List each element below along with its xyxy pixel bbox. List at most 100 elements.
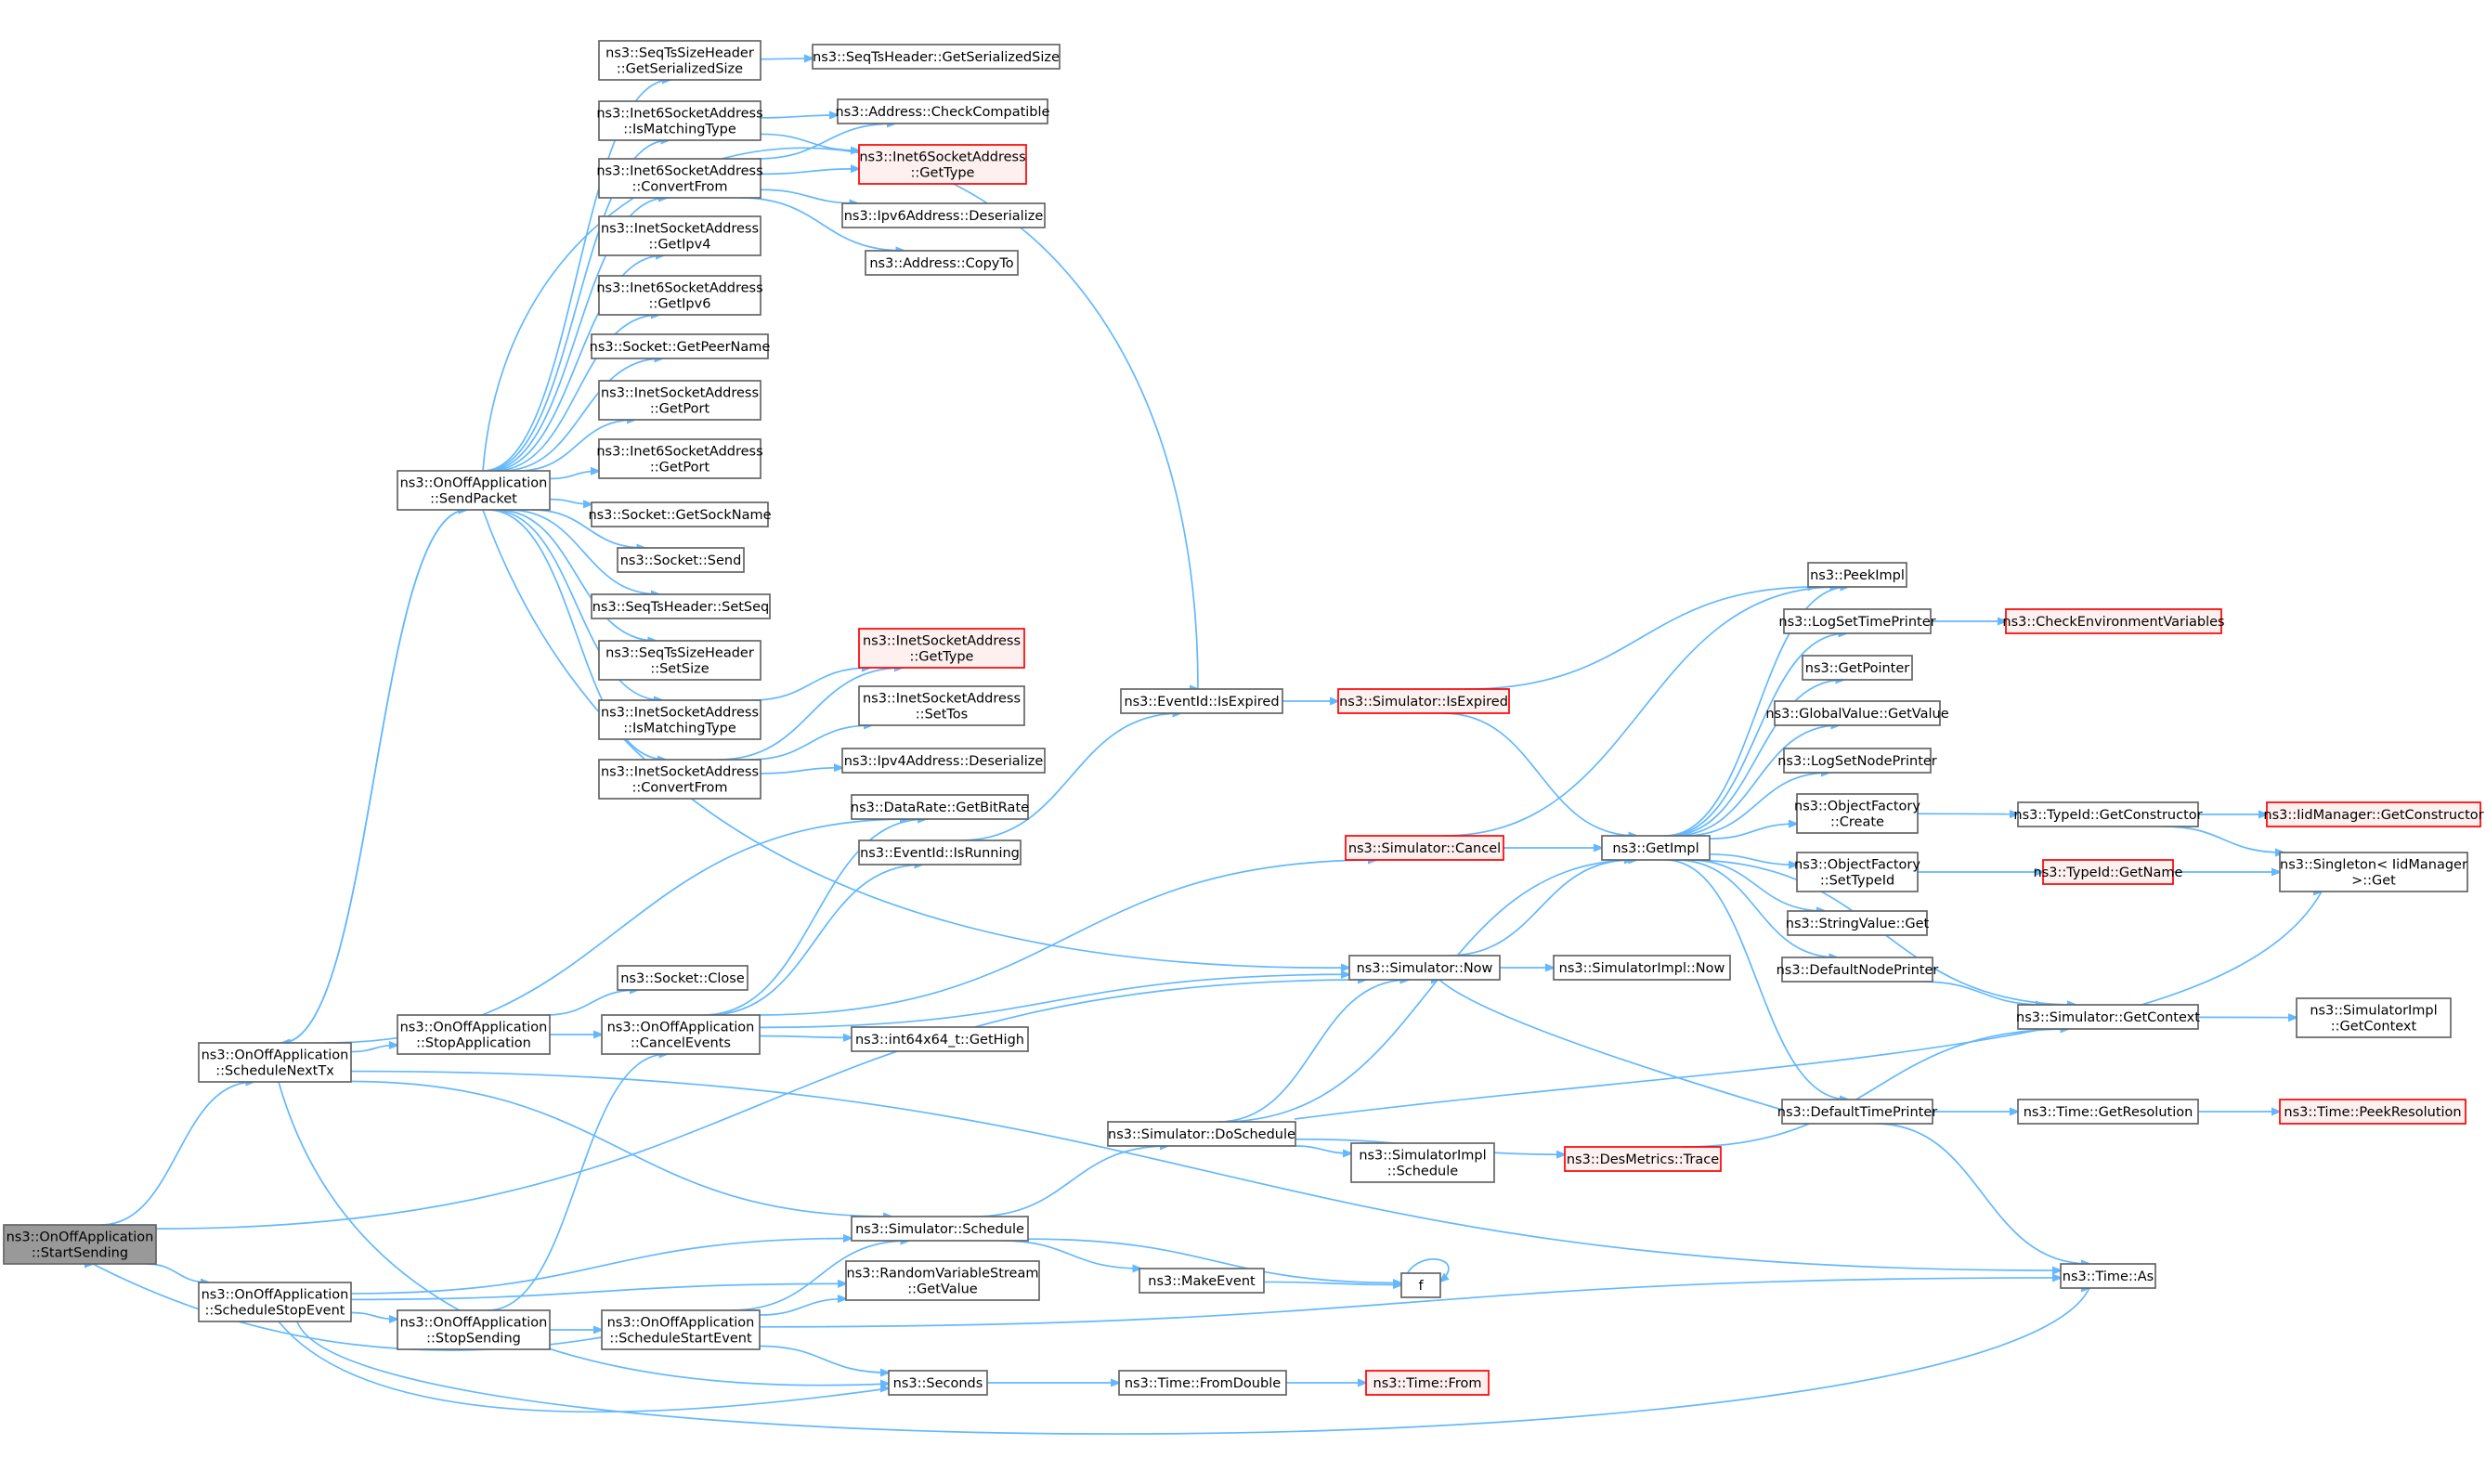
node-singleton[interactable]: ns3::Singleton< IidManager>::Get bbox=[2279, 852, 2468, 892]
node-makeevent[interactable]: ns3::MakeEvent bbox=[1139, 1268, 1265, 1294]
node-ofsettid[interactable]: ns3::ObjectFactory::SetTypeId bbox=[1794, 852, 1920, 892]
edge-sendp-to-i6match bbox=[484, 140, 670, 472]
node-desmetrics[interactable]: ns3::DesMetrics::Trace bbox=[1564, 1146, 1722, 1172]
node-label: ns3::OnOffApplication bbox=[607, 1316, 755, 1331]
edge-makeevent-to-f bbox=[1263, 1282, 1401, 1284]
node-ipv6deser[interactable]: ns3::Ipv6Address::Deserialize bbox=[841, 202, 1046, 228]
node-start[interactable]: ns3::OnOffApplication::StartSending bbox=[3, 1224, 157, 1265]
node-setseq[interactable]: ns3::SeqTsHeader::SetSeq bbox=[591, 593, 771, 619]
node-label: ns3::Inet6SocketAddress bbox=[596, 164, 762, 179]
node-simcancel[interactable]: ns3::Simulator::Cancel bbox=[1345, 835, 1504, 861]
node-settos[interactable]: ns3::InetSocketAddress::SetTos bbox=[858, 685, 1025, 726]
node-logsettime[interactable]: ns3::LogSetTimePrinter bbox=[1778, 608, 1936, 634]
node-box bbox=[601, 1014, 761, 1055]
node-strget[interactable]: ns3::StringValue::Get bbox=[1786, 910, 1930, 936]
node-label: ns3::Address::CopyTo bbox=[869, 256, 1013, 271]
node-implsched[interactable]: ns3::SimulatorImpl::Schedule bbox=[1350, 1142, 1495, 1183]
node-sched[interactable]: ns3::Simulator::Schedule bbox=[851, 1216, 1029, 1242]
node-bitrate[interactable]: ns3::DataRate::GetBitRate bbox=[851, 794, 1029, 820]
node-i6port[interactable]: ns3::Inet6SocketAddress::GetPort bbox=[596, 438, 763, 479]
node-implctx[interactable]: ns3::SimulatorImpl::GetContext bbox=[2296, 997, 2452, 1038]
node-timefrom[interactable]: ns3::Time::From bbox=[1365, 1370, 1490, 1396]
node-addrcopy[interactable]: ns3::Address::CopyTo bbox=[865, 250, 1019, 276]
node-socksend[interactable]: ns3::Socket::Send bbox=[617, 547, 745, 573]
node-addrcheck[interactable]: ns3::Address::CheckCompatible bbox=[836, 98, 1050, 124]
node-sendp[interactable]: ns3::OnOffApplication::SendPacket bbox=[397, 470, 551, 511]
edge-sendp-to-setseq bbox=[508, 509, 658, 594]
node-seconds[interactable]: ns3::Seconds bbox=[888, 1370, 988, 1396]
node-f[interactable]: f bbox=[1400, 1272, 1441, 1298]
node-rvsget[interactable]: ns3::RandomVariableStream::GetValue bbox=[845, 1260, 1040, 1301]
node-label: ::IsMatchingType bbox=[623, 123, 736, 137]
node-i4gettype[interactable]: ns3::InetSocketAddress::GetType bbox=[858, 628, 1025, 669]
node-fromdouble[interactable]: ns3::Time::FromDouble bbox=[1118, 1370, 1287, 1396]
node-simctx[interactable]: ns3::Simulator::GetContext bbox=[2016, 1004, 2200, 1030]
node-label: ns3::OnOffApplication bbox=[400, 1316, 548, 1331]
node-box bbox=[2279, 852, 2468, 892]
node-box bbox=[2017, 1099, 2199, 1125]
node-sse[interactable]: ns3::OnOffApplication::ScheduleStopEvent bbox=[198, 1282, 352, 1322]
node-tidctor[interactable]: ns3::TypeId::GetConstructor bbox=[2013, 801, 2203, 827]
edge-ssev-to-seconds bbox=[759, 1345, 889, 1373]
node-isexpired[interactable]: ns3::EventId::IsExpired bbox=[1120, 688, 1283, 714]
node-i4port[interactable]: ns3::InetSocketAddress::GetPort bbox=[598, 380, 761, 421]
node-box bbox=[591, 501, 769, 527]
node-label: ns3::Socket::GetSockName bbox=[588, 508, 771, 523]
node-peekimpl[interactable]: ns3::PeekImpl bbox=[1807, 562, 1907, 588]
node-label: ns3::StringValue::Get bbox=[1786, 917, 1930, 931]
node-i6gettype[interactable]: ns3::Inet6SocketAddress::GetType bbox=[858, 144, 1027, 185]
node-getpointer[interactable]: ns3::GetPointer bbox=[1802, 655, 1913, 681]
node-timeres[interactable]: ns3::Time::GetResolution bbox=[2017, 1099, 2199, 1125]
node-box bbox=[858, 685, 1025, 726]
node-box bbox=[858, 840, 1022, 866]
edge-sse-to-timeas bbox=[296, 1288, 2089, 1435]
node-tidname[interactable]: ns3::TypeId::GetName bbox=[2034, 859, 2183, 885]
node-box bbox=[2005, 608, 2222, 634]
node-i4match[interactable]: ns3::InetSocketAddress::IsMatchingType bbox=[598, 699, 761, 740]
node-sockname[interactable]: ns3::Socket::GetSockName bbox=[588, 501, 772, 527]
node-timeas[interactable]: ns3::Time::As bbox=[2060, 1263, 2156, 1289]
node-i4conv[interactable]: ns3::InetSocketAddress::ConvertFrom bbox=[598, 759, 761, 800]
node-isrunning[interactable]: ns3::EventId::IsRunning bbox=[858, 840, 1022, 866]
node-simnow[interactable]: ns3::Simulator::Now bbox=[1348, 955, 1501, 981]
node-i4ipv4[interactable]: ns3::InetSocketAddress::GetIpv4 bbox=[598, 215, 761, 256]
node-seqtsget[interactable]: ns3::SeqTsSizeHeader::GetSerializedSize bbox=[598, 40, 761, 81]
node-cancelev[interactable]: ns3::OnOffApplication::CancelEvents bbox=[601, 1014, 761, 1055]
edge-sched-to-f bbox=[1027, 1238, 1401, 1282]
node-deftime[interactable]: ns3::DefaultTimePrinter bbox=[1777, 1099, 1937, 1125]
node-defnode[interactable]: ns3::DefaultNodePrinter bbox=[1777, 957, 1939, 983]
node-peername[interactable]: ns3::Socket::GetPeerName bbox=[590, 333, 771, 359]
node-stopsend[interactable]: ns3::OnOffApplication::StopSending bbox=[397, 1309, 551, 1350]
node-ofcreate[interactable]: ns3::ObjectFactory::Create bbox=[1794, 793, 1920, 834]
node-getimpl[interactable]: ns3::GetImpl bbox=[1601, 835, 1711, 861]
node-label: ::SetTos bbox=[916, 708, 968, 722]
node-seqtsh[interactable]: ns3::SeqTsHeader::GetSerializedSize bbox=[812, 44, 1061, 70]
node-label: ::IsMatchingType bbox=[623, 722, 736, 736]
node-logsetnode[interactable]: ns3::LogSetNodePrinter bbox=[1777, 748, 1937, 774]
node-i6conv[interactable]: ns3::Inet6SocketAddress::ConvertFrom bbox=[596, 158, 763, 199]
node-label: ns3::Time::PeekResolution bbox=[2284, 1105, 2461, 1120]
node-snt[interactable]: ns3::OnOffApplication::ScheduleNextTx bbox=[198, 1042, 352, 1083]
node-sockclose[interactable]: ns3::Socket::Close bbox=[617, 965, 748, 991]
node-label: ::SendPacket bbox=[430, 492, 517, 507]
node-box bbox=[601, 1309, 761, 1350]
node-simisexp[interactable]: ns3::Simulator::IsExpired bbox=[1337, 688, 1510, 714]
node-ssev[interactable]: ns3::OnOffApplication::ScheduleStartEven… bbox=[601, 1309, 761, 1350]
node-box bbox=[598, 640, 761, 681]
node-gvget[interactable]: ns3::GlobalValue::GetValue bbox=[1765, 700, 1949, 726]
node-stopapp[interactable]: ns3::OnOffApplication::StopApplication bbox=[397, 1014, 551, 1055]
node-setsize[interactable]: ns3::SeqTsSizeHeader::SetSize bbox=[598, 640, 761, 681]
node-i6match[interactable]: ns3::Inet6SocketAddress::IsMatchingType bbox=[596, 100, 763, 141]
node-iidctor[interactable]: ns3::IidManager::GetConstructor bbox=[2263, 801, 2484, 827]
node-gethigh[interactable]: ns3::int64x64_t::GetHigh bbox=[851, 1026, 1029, 1052]
edge-sse-to-seconds bbox=[278, 1321, 889, 1413]
edge-i6conv-to-i6gettype bbox=[760, 169, 859, 176]
node-doschedule[interactable]: ns3::Simulator::DoSchedule bbox=[1107, 1121, 1296, 1147]
node-implnow[interactable]: ns3::SimulatorImpl::Now bbox=[1553, 955, 1731, 981]
node-peekres[interactable]: ns3::Time::PeekResolution bbox=[2279, 1099, 2466, 1125]
node-checkenv[interactable]: ns3::CheckEnvironmentVariables bbox=[2002, 608, 2225, 634]
edge-sse-to-sched bbox=[350, 1238, 852, 1295]
node-i6ipv6[interactable]: ns3::Inet6SocketAddress::GetIpv6 bbox=[596, 275, 763, 316]
node-ipv4deser[interactable]: ns3::Ipv4Address::Deserialize bbox=[841, 748, 1046, 774]
edge-sched-to-makeevent bbox=[1000, 1240, 1140, 1269]
